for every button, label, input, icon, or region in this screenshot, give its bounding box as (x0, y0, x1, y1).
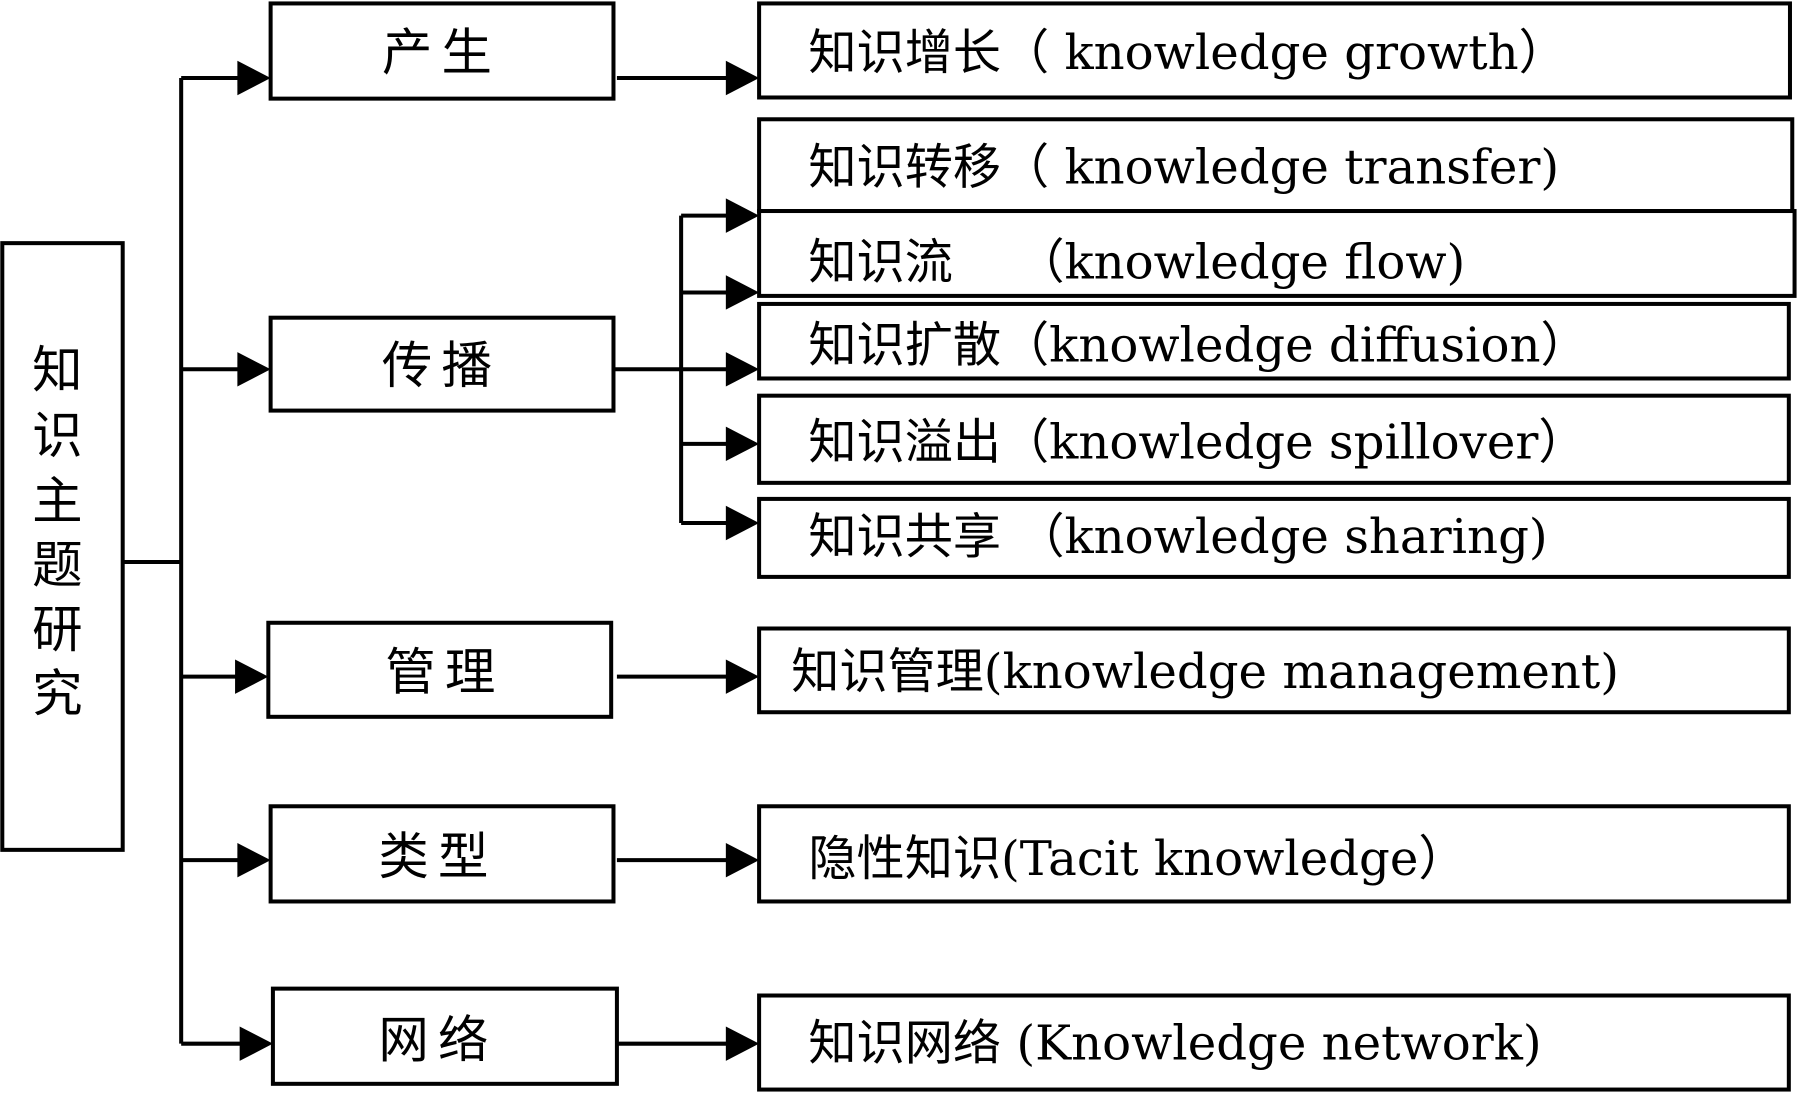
item-label: 隐性知识(Tacit knowledge） (808, 831, 1466, 887)
category-node: 网络 (270, 986, 619, 1086)
item-label: 知识管理(knowledge management) (791, 644, 1619, 700)
arrow-icon (725, 1026, 760, 1061)
arrow-icon (239, 1026, 273, 1061)
arrowheads (235, 60, 760, 1061)
root-char: 识 (32, 406, 82, 465)
item-node: 知识增长（ knowledge growth） (757, 1, 1792, 100)
item-node: 知识转移（ knowledge transfer) (757, 117, 1795, 214)
item-node: 知识扩散（knowledge diffusion） (757, 301, 1791, 381)
arrow-icon (725, 659, 760, 694)
item-label: 知识网络 (Knowledge network) (808, 1016, 1541, 1072)
item-node: 知识共享 （knowledge sharing) (757, 496, 1791, 579)
arrow-icon (237, 352, 271, 387)
item-node: 知识管理(knowledge management) (757, 626, 1791, 715)
category-node: 产生 (268, 1, 616, 101)
arrow-icon (725, 505, 760, 541)
item-node: 知识溢出（knowledge spillover） (757, 393, 1791, 485)
root-node: 知 识 主 题 研 究 (0, 241, 125, 852)
category-label: 管理 (385, 642, 504, 701)
arrow-icon (725, 842, 760, 878)
item-label: 知识流 （knowledge flow) (808, 235, 1465, 291)
arrow-icon (237, 60, 271, 96)
arrow-icon (725, 275, 760, 310)
item-node: 隐性知识(Tacit knowledge） (757, 804, 1791, 904)
category-label: 产生 (382, 23, 501, 82)
root-char: 知 (32, 341, 82, 400)
category-label: 类型 (378, 827, 497, 886)
item-label: 知识溢出（knowledge spillover） (808, 415, 1586, 471)
arrow-icon (237, 842, 271, 878)
arrow-icon (725, 352, 760, 387)
item-label: 知识增长（ knowledge growth） (808, 25, 1566, 81)
connectors (122, 60, 760, 1061)
item-label: 知识转移（ knowledge transfer) (808, 140, 1559, 196)
root-char: 题 (32, 536, 82, 595)
item-node: 知识网络 (Knowledge network) (757, 993, 1791, 1092)
category-node: 传播 (268, 315, 616, 413)
root-char: 研 (32, 600, 82, 659)
category-node: 管理 (266, 620, 614, 719)
root-char: 究 (32, 664, 82, 723)
arrow-icon (725, 426, 760, 462)
root-char: 主 (32, 471, 82, 530)
item-label: 知识扩散（knowledge diffusion） (808, 317, 1588, 373)
category-label: 网络 (378, 1010, 497, 1069)
item-label: 知识共享 （knowledge sharing) (808, 509, 1547, 565)
arrow-icon (725, 60, 760, 96)
category-label: 传播 (382, 336, 501, 395)
category-node: 类型 (268, 804, 616, 904)
arrow-icon (235, 659, 269, 694)
item-node: 知识流 （knowledge flow) (757, 209, 1797, 298)
arrow-icon (725, 198, 760, 233)
